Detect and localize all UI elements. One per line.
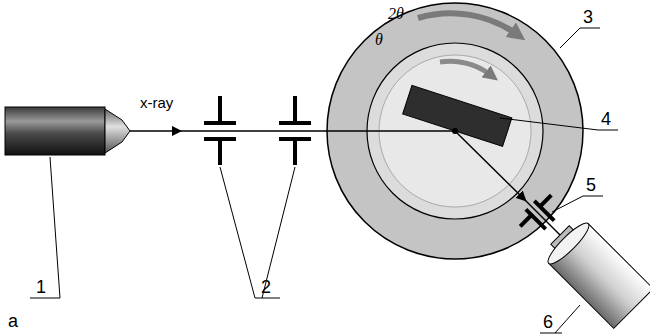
callout-number: 3: [583, 8, 593, 26]
sample: [403, 85, 512, 146]
tube-window: [105, 109, 130, 153]
angle-label: 2θ: [388, 6, 404, 22]
incident-beam: [180, 130, 455, 132]
callout-number: 2: [261, 278, 271, 296]
receiving-slit: [515, 190, 566, 241]
diffracted-beam: [455, 131, 525, 200]
incident-beam: [130, 130, 180, 132]
panel-letter: a: [8, 312, 18, 330]
angle-label: θ: [375, 32, 383, 48]
callout-number: 6: [543, 313, 553, 331]
x-ray-tube: [5, 107, 105, 155]
slit: [279, 96, 311, 165]
callout-number: 4: [601, 110, 611, 128]
two-theta-arrow: [418, 13, 518, 35]
slit: [204, 96, 236, 165]
detector: [540, 215, 650, 328]
theta-arrow: [440, 61, 492, 76]
callout-number: 5: [586, 176, 596, 194]
beam-label: x-ray: [140, 95, 173, 110]
leader-line: [30, 28, 618, 333]
callout-number: 1: [36, 278, 46, 296]
